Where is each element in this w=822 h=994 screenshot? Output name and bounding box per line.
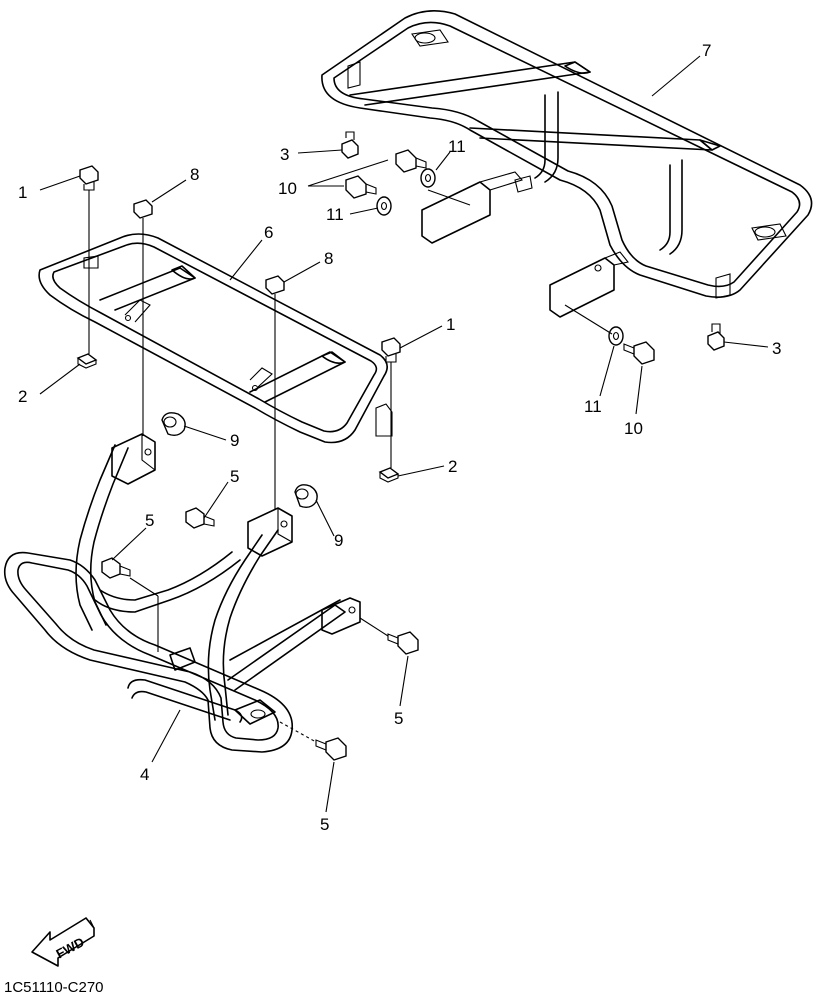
leader-lines [39,55,769,813]
callout-10: 10 [624,419,643,438]
bolt-part-1-right [381,337,401,363]
washer-part-11-c [608,326,624,346]
nut-part-2-left [76,353,98,369]
bolt-part-5-b [101,557,131,579]
diagram-code: 1C51110-C270 [4,979,104,994]
bolt-part-8-right [265,275,285,295]
washer-part-11-b [376,196,392,216]
bolt-part-10-a [395,149,427,173]
bolt-part-10-c [623,341,655,365]
callout-5: 5 [320,815,329,834]
callout-4: 4 [140,765,149,784]
cap-part-9-right [294,484,318,509]
callout-1: 1 [446,315,455,334]
callout-9: 9 [230,431,239,450]
fwd-label: FWD [54,934,87,961]
callout-10: 10 [278,179,297,198]
callout-11: 11 [584,397,602,416]
callout-3: 3 [772,339,781,358]
bolt-part-1-left [79,165,99,191]
callout-2: 2 [18,387,27,406]
bolt-part-3-upper [341,131,359,159]
bolt-part-10-b [345,175,377,199]
guard-part-4 [3,433,361,753]
bolt-part-5-d [315,737,347,761]
callout-8: 8 [324,249,333,268]
cap-part-9-left [161,412,186,437]
callout-11: 11 [448,137,466,156]
rear-carrier-part-7 [321,10,813,318]
callout-8: 8 [190,165,199,184]
bolt-part-5-a [185,507,215,529]
callout-1: 1 [18,183,27,202]
nut-part-2-right [378,467,400,483]
front-carrier-part-6 [38,233,393,444]
fwd-arrow-icon: FWD [31,917,95,967]
callout-numbers: 1 1 2 2 3 3 4 5 5 5 5 6 7 8 8 9 9 10 10 … [18,41,781,834]
callout-2: 2 [448,457,457,476]
callout-11: 11 [326,205,344,224]
callout-9: 9 [334,531,343,550]
bolt-part-5-c [387,631,419,655]
callout-5: 5 [230,467,239,486]
bolt-part-8-left [133,199,153,219]
washer-part-11-a [420,168,436,188]
callout-5: 5 [394,709,403,728]
callout-7: 7 [702,41,711,60]
bolt-part-3-lower [707,323,725,351]
callout-5: 5 [145,511,154,530]
callout-6: 6 [264,223,273,242]
callout-3: 3 [280,145,289,164]
